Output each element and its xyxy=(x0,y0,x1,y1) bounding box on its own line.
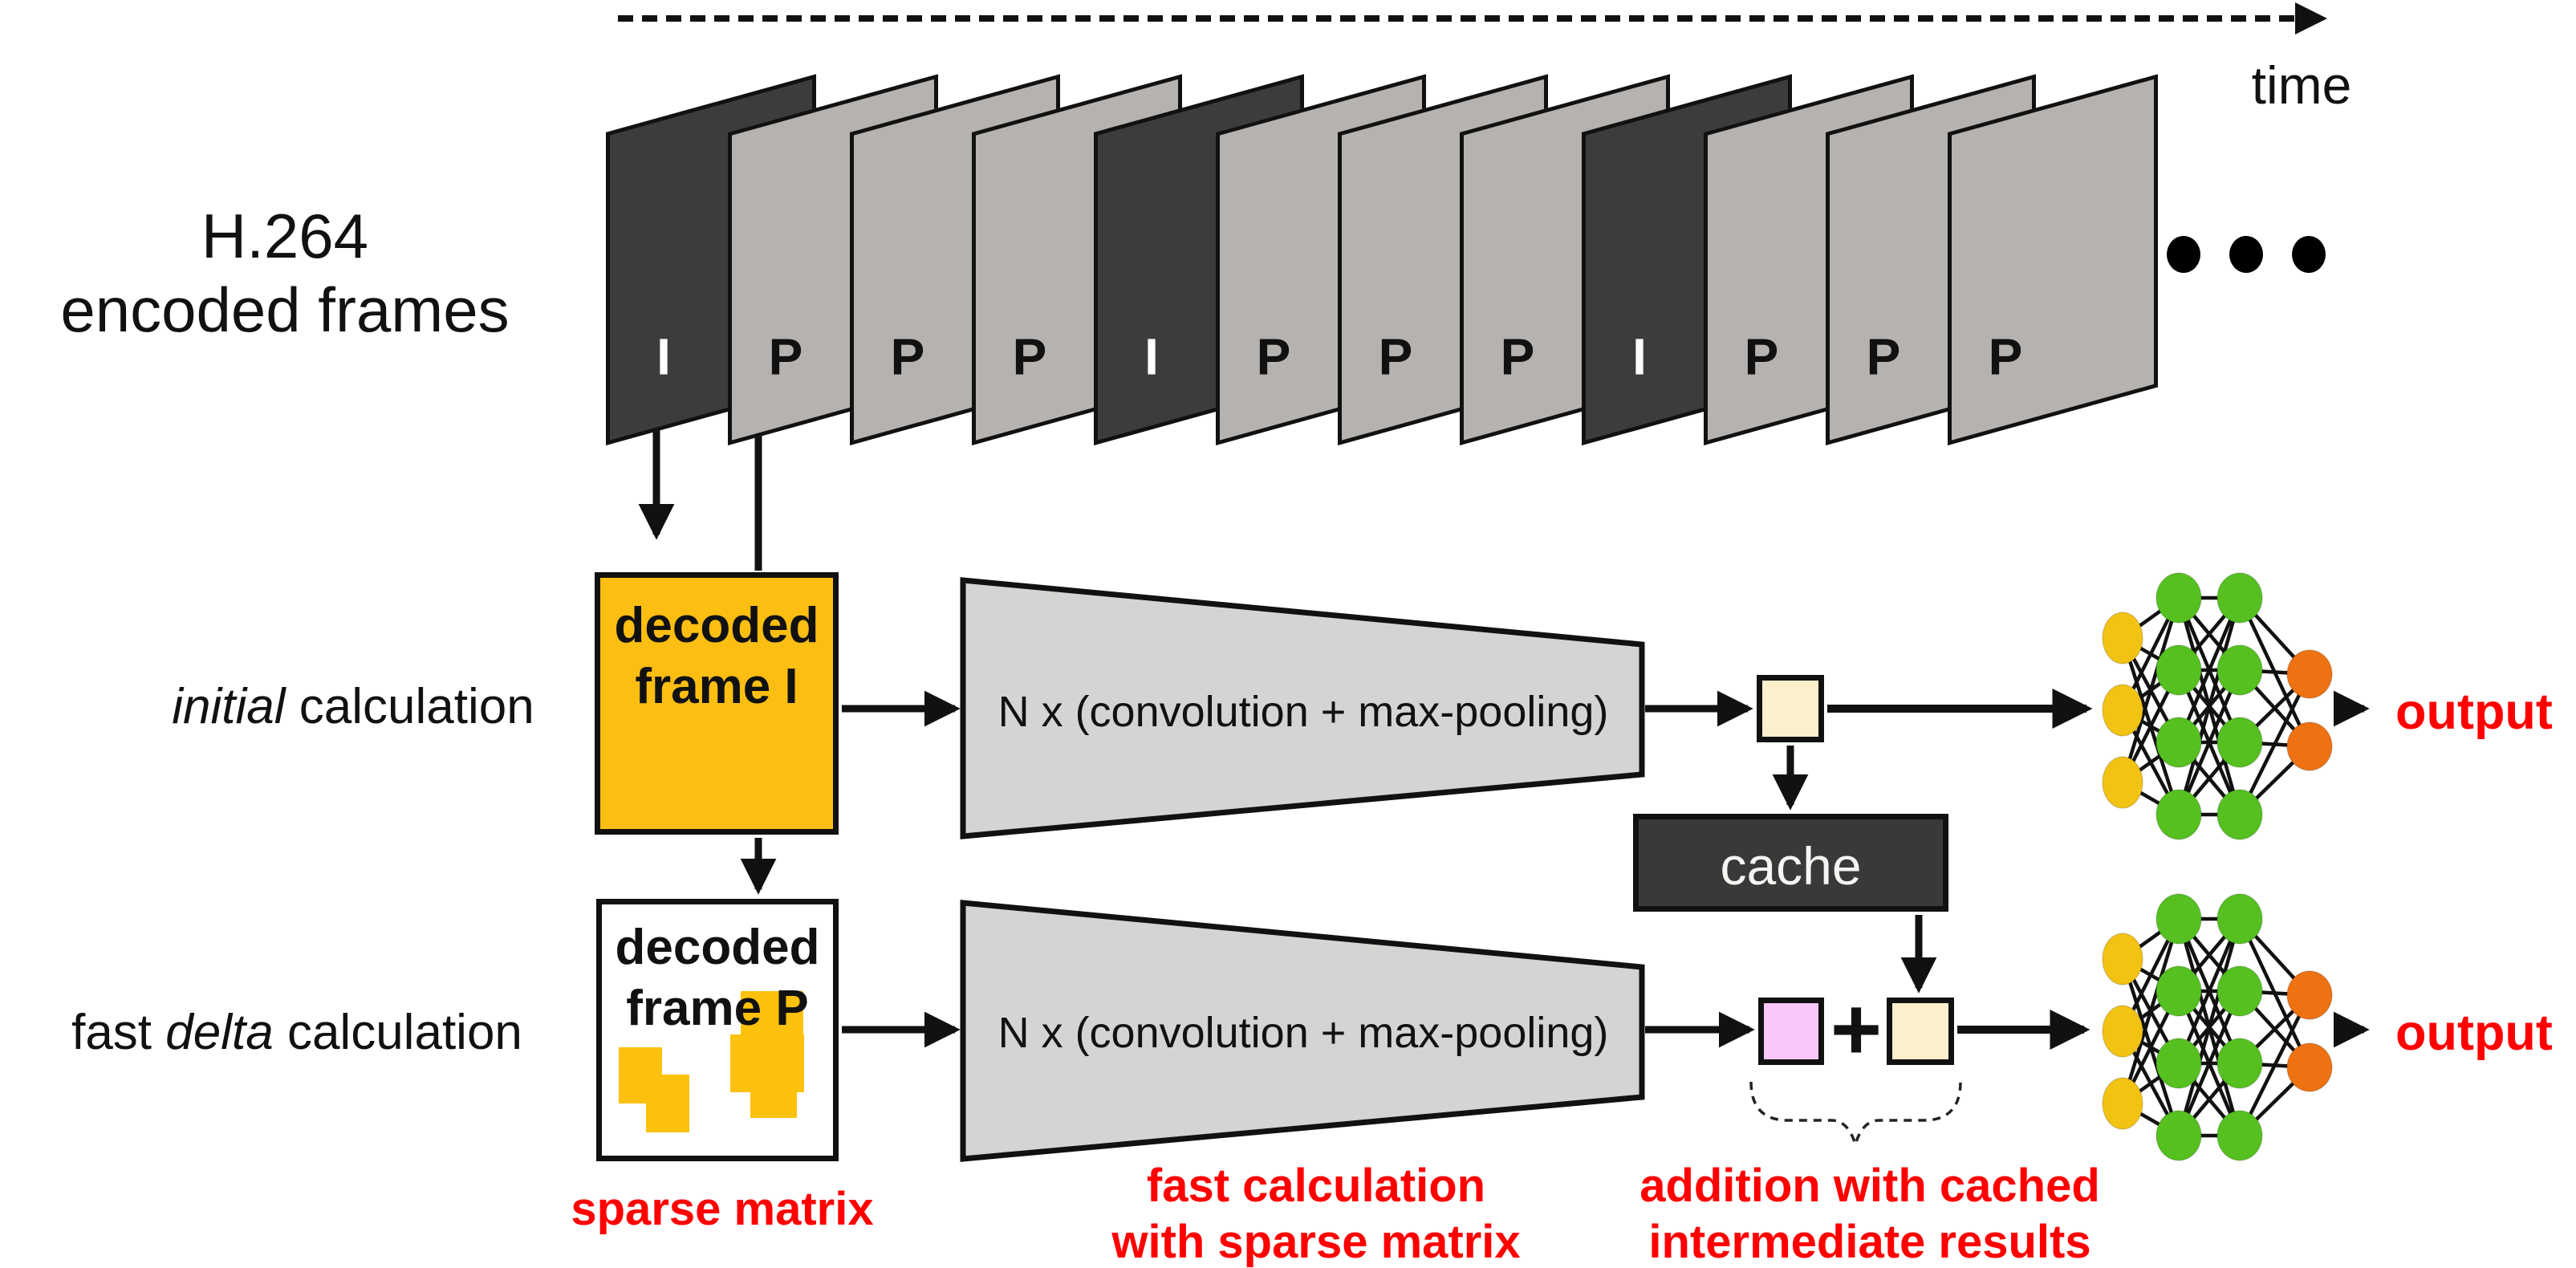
sparse-block xyxy=(730,1034,804,1092)
nn-node-hidden xyxy=(2216,1038,2263,1089)
p-frame-panel: P xyxy=(1948,74,2158,445)
frame-type-letter: P xyxy=(890,327,925,386)
nn-node-hidden xyxy=(2216,717,2263,768)
nn-node-input xyxy=(2102,1005,2143,1058)
calculation-word: calculation xyxy=(285,679,534,734)
nn-edge xyxy=(2176,597,2242,815)
nn-node-hidden xyxy=(2155,572,2202,624)
nn-node-hidden xyxy=(2216,644,2263,696)
decoded-i-line2: frame I xyxy=(635,659,798,714)
nn-node-input xyxy=(2102,684,2143,737)
nn-node-hidden xyxy=(2216,572,2263,624)
sparse-block xyxy=(750,1091,797,1118)
fast-calculation-label: fast calculation with sparse matrix xyxy=(1075,1158,1557,1268)
addition-line2: intermediate results xyxy=(1648,1216,2091,1268)
h264-frames-label: H.264 encoded frames xyxy=(48,199,522,347)
nn-edge xyxy=(2176,597,2242,743)
decoded-frame-i-box: decoded frame I xyxy=(595,572,839,835)
output-label-delta: output xyxy=(2395,1005,2553,1061)
brace-addition-group xyxy=(1749,1081,1962,1150)
calculation-word2: calculation xyxy=(273,1005,522,1060)
nn-node-hidden xyxy=(2155,1110,2202,1161)
feature-box-initial xyxy=(1757,675,1824,742)
frame-type-letter: P xyxy=(1500,327,1535,386)
nn-node-hidden xyxy=(2155,717,2202,768)
initial-calculation-label: initial calculation xyxy=(112,679,594,735)
fast-calc-line1: fast calculation xyxy=(1146,1160,1486,1212)
nn-node-input xyxy=(2102,1077,2143,1130)
nn-node-input xyxy=(2102,612,2143,664)
plus-sign: + xyxy=(1830,980,1883,1079)
conv-trapezoid-initial xyxy=(960,577,1645,839)
nn-edge xyxy=(2120,918,2181,1104)
delta-word: delta xyxy=(165,1005,274,1060)
nn-edge xyxy=(2176,990,2242,1136)
nn-edge xyxy=(2120,597,2181,783)
frame-type-letter: P xyxy=(1012,327,1047,386)
frame-type-letter: P xyxy=(1378,327,1413,386)
nn-node-output xyxy=(2286,649,2333,699)
nn-edge xyxy=(2176,669,2242,815)
fast-word: fast xyxy=(71,1005,166,1060)
conv2-label: N x (convolution + max-pooling) xyxy=(997,1009,1609,1057)
nn-edge xyxy=(2237,673,2312,816)
decoded-p-label: decoded frame P xyxy=(602,917,833,1039)
initial-word: initial xyxy=(172,679,286,734)
frame-type-letter: P xyxy=(1866,327,1901,386)
ellipsis-dots-icon xyxy=(2167,236,2355,277)
nn-node-hidden xyxy=(2155,893,2202,945)
decoded-p-line1: decoded xyxy=(615,920,820,975)
decoded-i-line1: decoded xyxy=(614,598,819,653)
nn-node-hidden xyxy=(2216,965,2263,1017)
frame-type-letter: I xyxy=(1632,327,1647,386)
h264-label-line1: H.264 xyxy=(201,201,369,271)
dot-icon xyxy=(2229,236,2263,273)
dot-icon xyxy=(2292,236,2326,273)
nn-node-hidden xyxy=(2155,965,2202,1017)
h264-label-line2: encoded frames xyxy=(60,274,510,345)
nn-node-output xyxy=(2286,1042,2333,1092)
output-label-initial: output xyxy=(2395,684,2553,740)
addition-line1: addition with cached xyxy=(1639,1160,2100,1212)
addition-cached-label: addition with cached intermediate result… xyxy=(1621,1158,2119,1268)
sparse-block xyxy=(741,991,803,1036)
nn-node-hidden xyxy=(2155,644,2202,696)
neural-network-delta xyxy=(2102,893,2333,1161)
delta-feature-box xyxy=(1758,998,1824,1065)
decoded-frame-p-box: decoded frame P xyxy=(596,899,839,1161)
sparse-matrix-label: sparse matrix xyxy=(571,1183,874,1235)
nn-edge xyxy=(2237,994,2312,1137)
frame-type-letter: I xyxy=(1144,327,1159,386)
neural-network-initial xyxy=(2102,572,2333,840)
time-label: time xyxy=(2251,55,2352,115)
nn-node-input xyxy=(2102,933,2143,986)
feature-box-cached xyxy=(1887,998,1954,1065)
fast-delta-calculation-label: fast delta calculation xyxy=(24,1005,570,1061)
decoded-p-line2: frame P xyxy=(626,981,809,1036)
cache-box: cache xyxy=(1633,814,1948,912)
dot-icon xyxy=(2167,236,2200,273)
frame-type-letter: P xyxy=(1988,327,2023,386)
nn-node-output xyxy=(2286,970,2333,1020)
frame-type-letter: P xyxy=(1744,327,1779,386)
frame-type-letter: P xyxy=(768,327,803,386)
nn-node-hidden xyxy=(2155,1038,2202,1089)
nn-node-hidden xyxy=(2216,789,2263,840)
nn-node-output xyxy=(2286,721,2333,771)
conv-trapezoid-delta xyxy=(960,900,1645,1162)
nn-node-input xyxy=(2102,756,2143,809)
conv1-label: N x (convolution + max-pooling) xyxy=(997,688,1609,736)
sparse-block xyxy=(646,1075,689,1132)
nn-edge xyxy=(2176,918,2242,1064)
nn-node-hidden xyxy=(2216,893,2263,945)
frame-type-letter: I xyxy=(656,327,671,386)
nn-node-hidden xyxy=(2216,1110,2263,1161)
fast-calc-line2: with sparse matrix xyxy=(1111,1216,1521,1268)
frame-type-letter: P xyxy=(1256,327,1291,386)
nn-edge xyxy=(2176,918,2242,1136)
nn-node-hidden xyxy=(2155,789,2202,840)
